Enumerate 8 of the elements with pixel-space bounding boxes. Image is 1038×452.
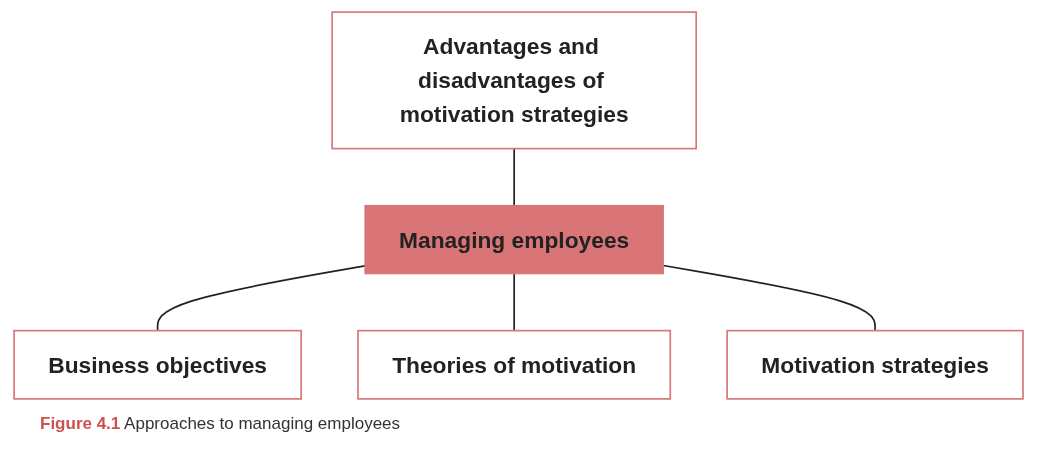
node-box: Motivation strategies — [726, 329, 1025, 400]
node-box: Theories of motivation — [357, 329, 672, 400]
node-box: Advantages and disadvantages of motivation strategies — [331, 10, 698, 149]
figure-caption: Figure 4.1 Approaches to managing employees — [40, 414, 401, 434]
connector — [513, 272, 516, 331]
node-box: Business objectives — [13, 329, 303, 400]
node-box: Managing employees — [364, 204, 665, 274]
connector — [513, 147, 516, 206]
